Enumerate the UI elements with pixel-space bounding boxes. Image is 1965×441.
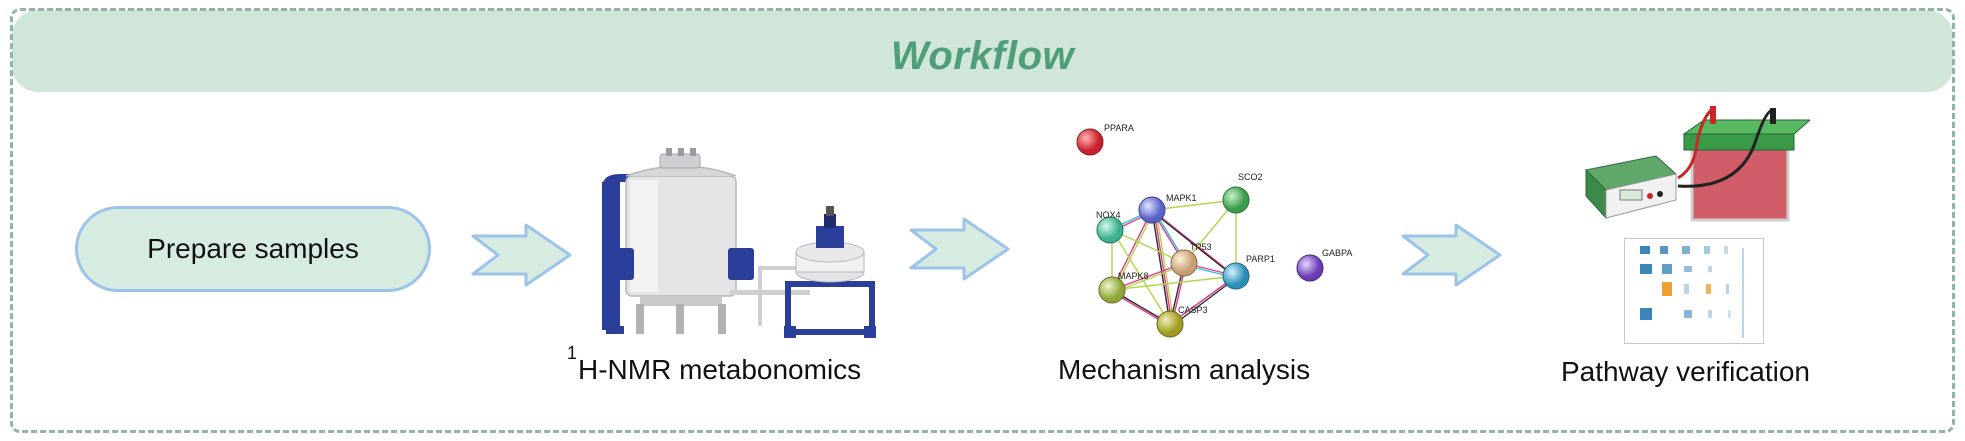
node-tp53: TP53 [1170, 242, 1212, 277]
nmr-spectrometer-icon [602, 148, 876, 338]
prepare-samples-box: Prepare samples [75, 206, 431, 292]
svg-text:PPARA: PPARA [1104, 123, 1134, 133]
svg-text:GABPA: GABPA [1322, 248, 1352, 258]
arrow-right-icon-1 [471, 223, 572, 287]
arrow-right-icon-2 [909, 217, 1010, 281]
node-gabpa: GABPA [1296, 248, 1352, 282]
node-sco2: SCO2 [1222, 172, 1263, 214]
arrow-right-icon-3 [1401, 223, 1502, 287]
dashed-frame [10, 8, 1955, 433]
protein-network-icon: PPARA MAPK1 SCO2 NOX4 TP53 PARP1 GABPA M… [1076, 123, 1352, 338]
node-mapk8: MAPK8 [1098, 271, 1149, 304]
prepare-samples-label: Prepare samples [147, 233, 359, 264]
node-mapk1: MAPK1 [1138, 193, 1197, 224]
gel-blot-icon [1624, 238, 1764, 344]
svg-text:NOX4: NOX4 [1096, 210, 1121, 220]
svg-text:MAPK1: MAPK1 [1166, 193, 1197, 203]
node-casp3: CASP3 [1156, 305, 1208, 338]
workflow-banner: Workflow [12, 10, 1953, 92]
svg-text:SCO2: SCO2 [1238, 172, 1263, 182]
node-ppara: PPARA [1076, 123, 1134, 156]
svg-text:PARP1: PARP1 [1246, 254, 1275, 264]
mechanism-analysis-label: Mechanism analysis [1058, 354, 1311, 385]
svg-text:CASP3: CASP3 [1178, 305, 1208, 315]
nmr-metabonomics-label: H-NMR metabonomics [578, 354, 862, 385]
svg-text:TP53: TP53 [1190, 242, 1212, 252]
electrophoresis-icon [1584, 106, 1810, 222]
svg-text:MAPK8: MAPK8 [1118, 271, 1149, 281]
node-parp1: PARP1 [1222, 254, 1275, 290]
pathway-verification-label: Pathway verification [1561, 356, 1811, 387]
node-nox4: NOX4 [1096, 210, 1124, 244]
banner-title: Workflow [890, 34, 1075, 78]
nmr-superscript: 1 [567, 343, 578, 363]
